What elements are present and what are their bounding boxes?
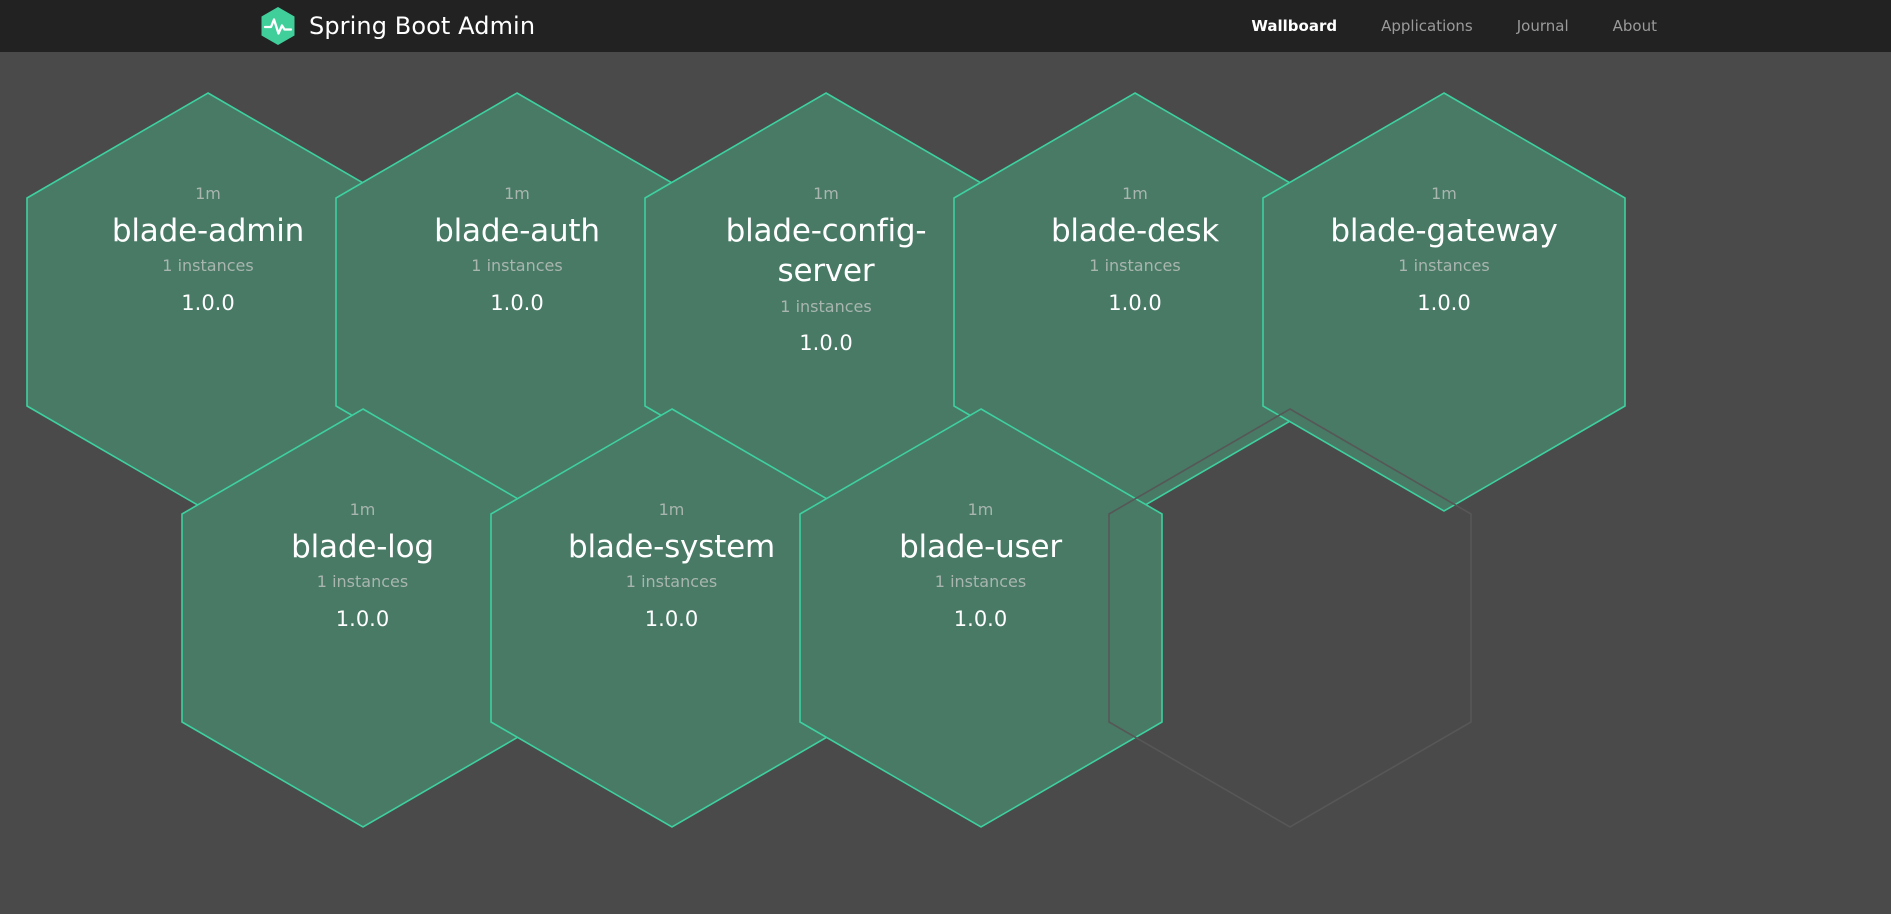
application-status-age: 1m bbox=[967, 500, 994, 519]
application-instances: 1 instances bbox=[1089, 256, 1181, 276]
application-name: blade-gateway bbox=[1330, 213, 1558, 249]
application-status-age: 1m bbox=[1122, 184, 1148, 203]
application-hexagon[interactable]: 1m blade-user 1 instances 1.0.0 bbox=[798, 408, 1163, 828]
hexagon-shape-icon bbox=[798, 408, 1163, 828]
application-instances: 1 instances bbox=[625, 572, 718, 592]
application-hexagon[interactable]: 1m blade-system 1 instances 1.0.0 bbox=[489, 408, 854, 828]
application-hexagon[interactable]: 1m blade-desk 1 instances 1.0.0 bbox=[953, 92, 1317, 512]
application-hexagon-placeholder bbox=[1107, 408, 1472, 828]
application-instances: 1 instances bbox=[316, 572, 409, 592]
nav-link-applications[interactable]: Applications bbox=[1381, 17, 1473, 35]
application-version: 1.0.0 bbox=[1417, 291, 1471, 316]
application-instances: 1 instances bbox=[1398, 256, 1490, 276]
main-navigation: Wallboard Applications Journal About bbox=[1251, 17, 1657, 35]
nav-link-about[interactable]: About bbox=[1612, 17, 1657, 35]
top-navbar: Spring Boot Admin Wallboard Applications… bbox=[0, 0, 1891, 52]
application-instances: 1 instances bbox=[934, 572, 1027, 592]
application-name: blade-config-server bbox=[725, 213, 927, 290]
application-status-age: 1m bbox=[813, 184, 839, 203]
application-instances: 1 instances bbox=[780, 296, 872, 316]
application-hexagon[interactable]: 1m blade-admin 1 instances 1.0.0 bbox=[26, 92, 390, 512]
application-hexagon[interactable]: 1m blade-log 1 instances 1.0.0 bbox=[180, 408, 545, 828]
application-version: 1.0.0 bbox=[1108, 291, 1162, 316]
hexagon-shape-icon bbox=[1107, 408, 1472, 828]
application-hexagon[interactable]: 1m blade-config-server 1 instances 1.0.0 bbox=[644, 92, 1008, 512]
application-version: 1.0.0 bbox=[490, 291, 544, 316]
application-status-age: 1m bbox=[658, 500, 685, 519]
application-hexagon[interactable]: 1m blade-auth 1 instances 1.0.0 bbox=[335, 92, 699, 512]
application-version: 1.0.0 bbox=[644, 607, 699, 632]
application-name: blade-auth bbox=[434, 213, 600, 249]
brand-title: Spring Boot Admin bbox=[309, 12, 536, 40]
application-version: 1.0.0 bbox=[335, 607, 390, 632]
nav-link-wallboard[interactable]: Wallboard bbox=[1251, 17, 1338, 35]
application-version: 1.0.0 bbox=[799, 331, 853, 356]
application-version: 1.0.0 bbox=[181, 291, 235, 316]
application-name: blade-user bbox=[899, 529, 1062, 565]
application-status-age: 1m bbox=[195, 184, 221, 203]
application-instances: 1 instances bbox=[162, 256, 254, 276]
application-status-age: 1m bbox=[1431, 184, 1457, 203]
application-name: blade-log bbox=[291, 529, 434, 565]
heartbeat-hexagon-logo-icon bbox=[260, 6, 296, 46]
nav-link-journal[interactable]: Journal bbox=[1516, 17, 1569, 35]
application-status-age: 1m bbox=[349, 500, 376, 519]
application-name: blade-system bbox=[568, 529, 775, 565]
application-name: blade-admin bbox=[111, 213, 305, 249]
application-hexagon[interactable]: 1m blade-gateway 1 instances 1.0.0 bbox=[1262, 92, 1626, 512]
wallboard-grid: 1m blade-admin 1 instances 1.0.0 1m blade-aut… bbox=[0, 52, 1891, 914]
application-version: 1.0.0 bbox=[953, 607, 1008, 632]
hexagon-shape-icon bbox=[1262, 92, 1626, 512]
application-status-age: 1m bbox=[504, 184, 530, 203]
application-instances: 1 instances bbox=[471, 256, 563, 276]
brand-link[interactable]: Spring Boot Admin bbox=[260, 6, 535, 46]
application-name: blade-desk bbox=[1050, 213, 1220, 249]
